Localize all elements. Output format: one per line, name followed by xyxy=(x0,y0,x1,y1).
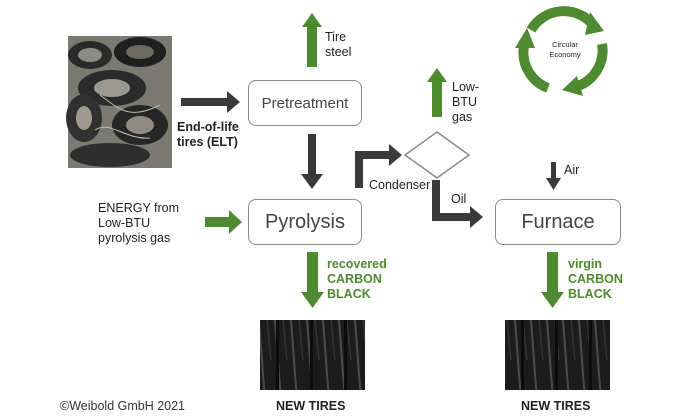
condenser-label: Condenser xyxy=(369,178,431,192)
tire-steel-label: Tire steel xyxy=(325,30,352,59)
tire-tread-photo xyxy=(505,320,610,390)
elt-label: End-of-life tires (ELT) xyxy=(177,120,239,149)
oil-label: Oil xyxy=(451,192,467,206)
circular-economy-label: Circular Economy xyxy=(549,40,581,59)
tire-pile-photo xyxy=(66,36,172,168)
furnace-label: Furnace xyxy=(521,210,595,233)
arrow-air-to-furnace xyxy=(546,162,561,190)
arrow-pyrolysis-to-condenser xyxy=(355,144,402,188)
arrow-tire-steel xyxy=(302,13,322,67)
new-tires-right-label: NEW TIRES xyxy=(521,399,591,413)
tire-tread-photo xyxy=(260,320,365,390)
low-btu-gas-label: Low- BTU gas xyxy=(452,80,480,124)
arrow-recovered-carbon-black xyxy=(301,252,324,308)
pretreatment-box: Pretreatment xyxy=(248,80,362,126)
energy-label: ENERGY from Low-BTU pyrolysis gas xyxy=(98,201,180,245)
circular-arrows-icon xyxy=(515,6,608,96)
pyrolysis-box: Pyrolysis xyxy=(248,199,362,245)
new-tires-left-label: NEW TIRES xyxy=(276,399,346,413)
pretreatment-label: Pretreatment xyxy=(261,94,349,112)
arrow-pretreatment-to-pyrolysis xyxy=(301,134,323,189)
furnace-box: Furnace xyxy=(495,199,621,245)
pyrolysis-label: Pyrolysis xyxy=(264,210,345,233)
air-label: Air xyxy=(564,163,580,177)
arrow-energy-to-pyrolysis xyxy=(205,210,242,234)
arrow-condenser-to-furnace xyxy=(432,180,483,228)
virgin-carbon-black-label: virgin CARBON BLACK xyxy=(568,257,623,301)
arrow-virgin-carbon-black xyxy=(541,252,564,308)
arrow-elt-to-pretreatment xyxy=(181,91,240,113)
copyright-label: ©Weibold GmbH 2021 xyxy=(60,399,186,413)
arrow-low-btu-gas xyxy=(427,68,447,117)
condenser-diamond xyxy=(403,131,471,179)
recovered-carbon-black-label: recovered CARBON BLACK xyxy=(327,257,387,301)
